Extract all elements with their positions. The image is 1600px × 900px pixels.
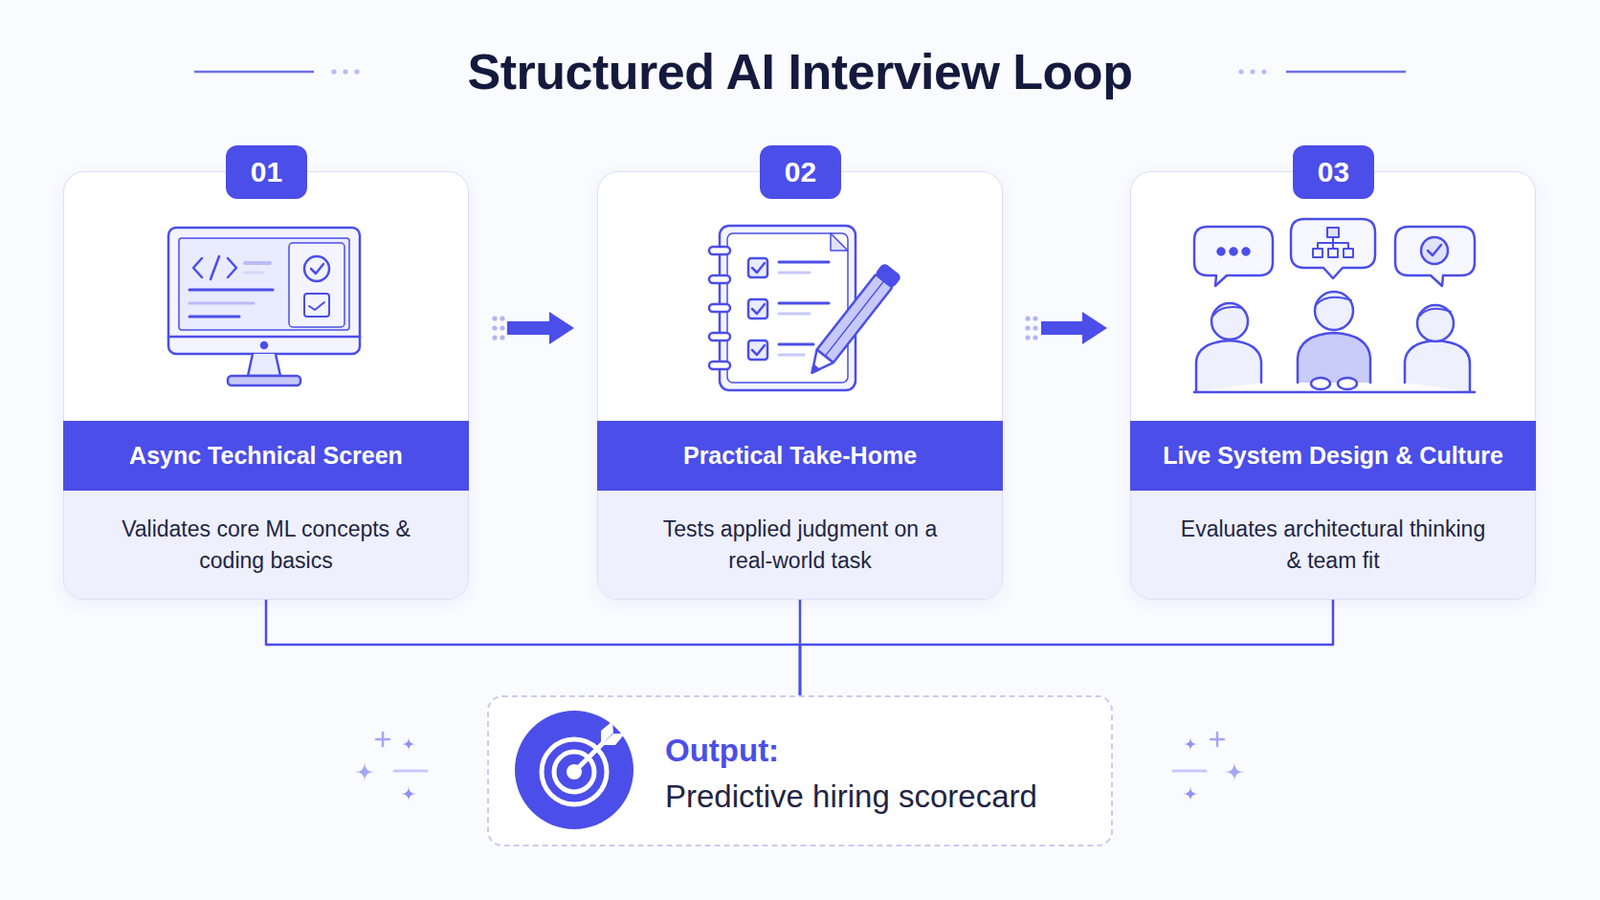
- title-rule: [1286, 70, 1406, 74]
- output-box: Output: Predictive hiring scorecard: [487, 695, 1113, 847]
- step-title-band: Async Technical Screen: [63, 421, 469, 491]
- sparkle-plus: [1210, 733, 1224, 747]
- arrow-dot: [491, 315, 497, 321]
- sparkle-dash: [394, 770, 427, 774]
- step-title-band: Practical Take-Home: [597, 421, 1003, 491]
- arrow-dot: [1024, 334, 1030, 340]
- sparkle-star: [1224, 762, 1245, 782]
- merge-connector: [799, 600, 802, 696]
- sparkle-star: [400, 786, 417, 802]
- arrow-dot: [1024, 325, 1030, 331]
- stage-card: 02Practical Take-HomeTests applied judgm…: [597, 171, 1003, 600]
- title-dot: [1261, 68, 1267, 74]
- title-dot: [354, 68, 359, 74]
- title-dot: [342, 68, 348, 74]
- stage-card: 01Async Technical ScreenValidates core M…: [63, 171, 469, 600]
- step-number-badge: 01: [225, 145, 308, 200]
- step-description: Tests applied judgment on a real-world t…: [598, 490, 1002, 600]
- title-dot: [1238, 68, 1244, 74]
- arrow-dot: [491, 325, 497, 331]
- arrow-dot: [491, 334, 497, 340]
- step-title-band: Live System Design & Culture: [1130, 421, 1536, 491]
- arrow-dot: [1032, 325, 1038, 331]
- sparkle-plus: [376, 733, 390, 747]
- output-label: Output:: [665, 732, 779, 771]
- output-text: Predictive hiring scorecard: [665, 777, 1038, 817]
- stage-card: 03Live System Design & CultureEvaluates …: [1130, 171, 1536, 600]
- merge-connector: [800, 600, 1334, 696]
- merge-connector: [266, 600, 800, 696]
- title-dot: [1249, 68, 1255, 74]
- step-number-badge: 03: [1292, 145, 1375, 200]
- sparkle-dash: [1173, 770, 1206, 774]
- flow-arrow: [468, 321, 598, 335]
- step-number-badge: 02: [759, 145, 842, 200]
- step-description: Evaluates architectural thinking & team …: [1131, 490, 1535, 600]
- flow-arrow: [1002, 321, 1131, 335]
- diagram-title: Structured AI Interview Loop: [0, 38, 1600, 106]
- title-dot: [331, 68, 336, 74]
- step-description: Validates core ML concepts & coding basi…: [64, 490, 468, 600]
- sparkle-star: [1183, 737, 1198, 752]
- sparkle-star: [401, 737, 416, 752]
- sparkle-star: [355, 762, 375, 782]
- arrow-dot: [499, 325, 505, 331]
- sparkle-star: [1182, 786, 1199, 802]
- arrow-dot: [499, 315, 505, 321]
- arrow-dot: [1024, 315, 1030, 321]
- title-rule: [194, 70, 314, 74]
- arrow-dot: [499, 334, 505, 340]
- arrow-dot: [1032, 334, 1038, 340]
- arrow-dot: [1032, 315, 1038, 321]
